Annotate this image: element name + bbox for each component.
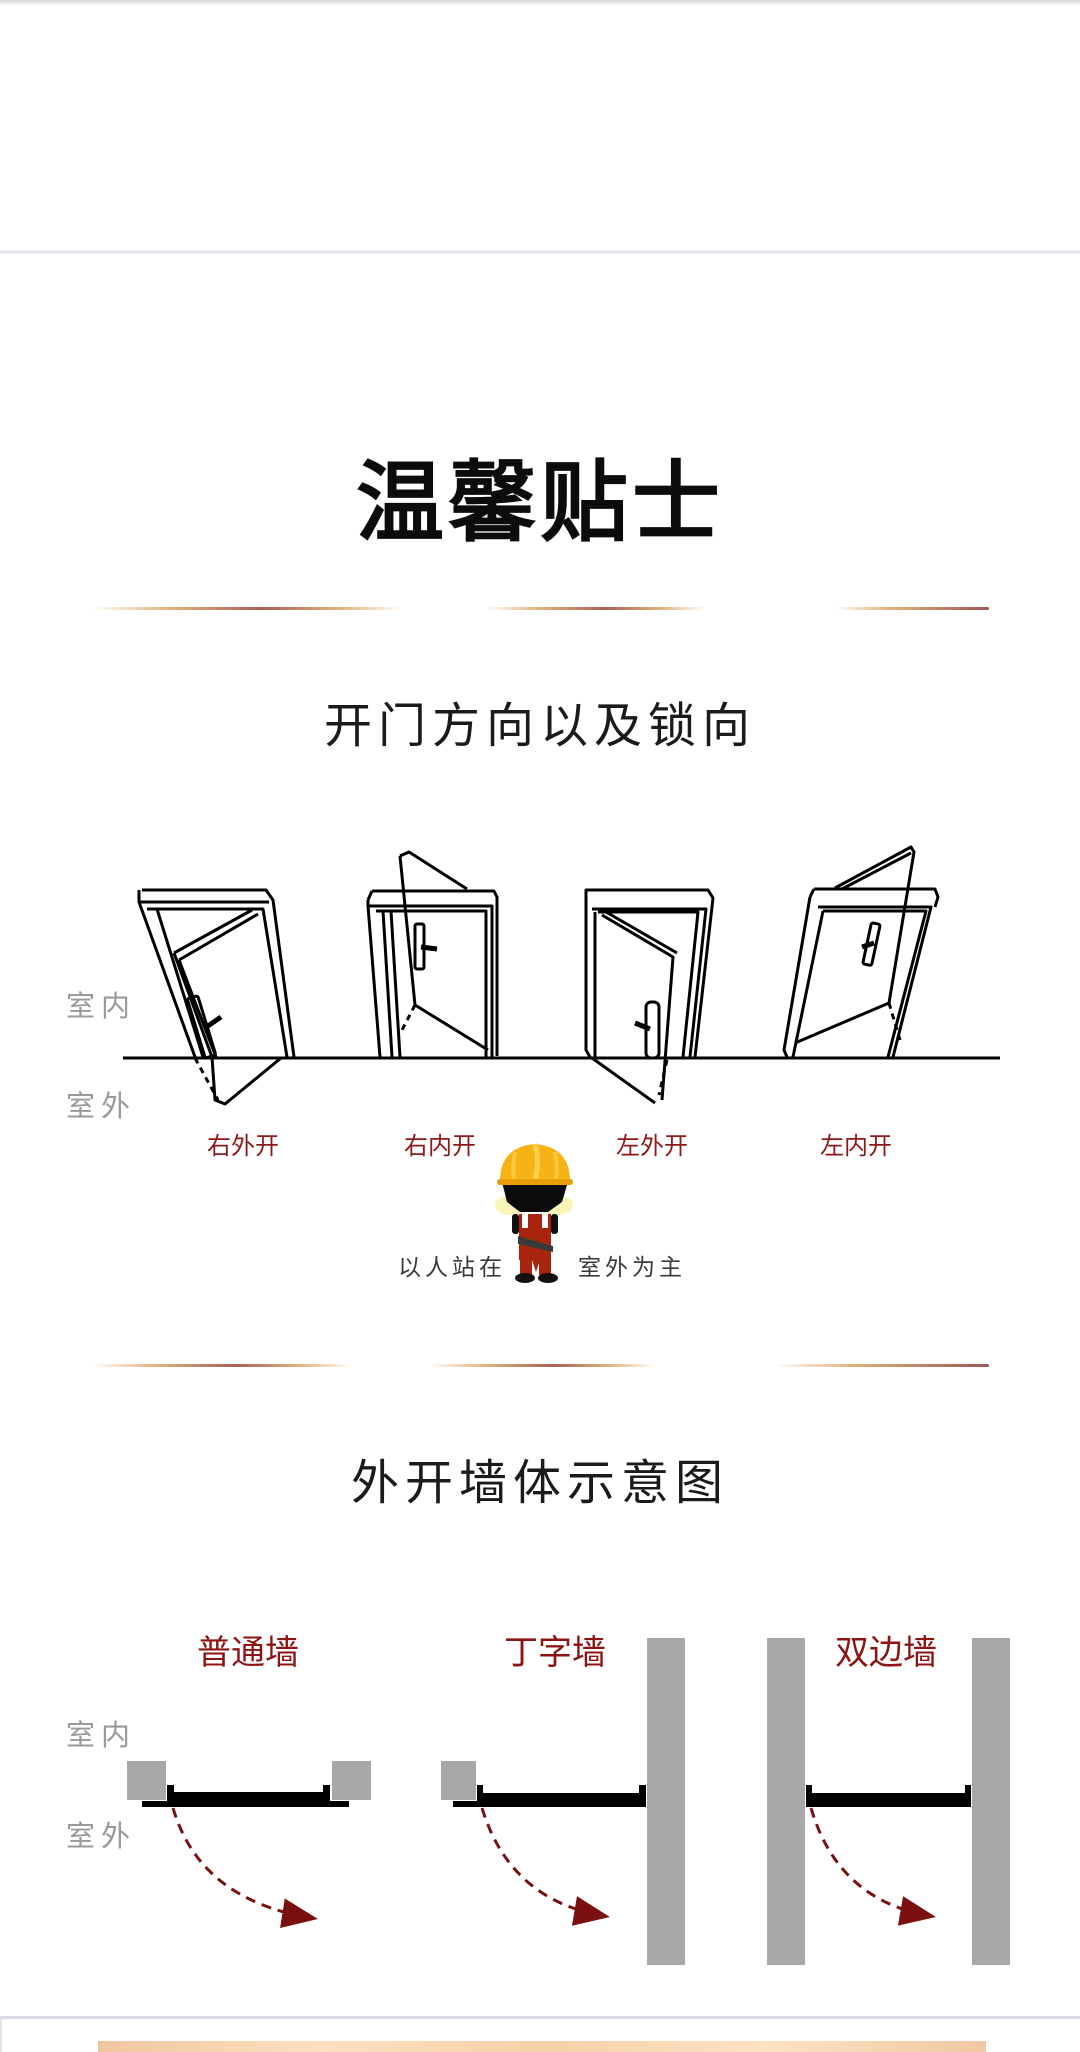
double-wall-diagram-icon bbox=[767, 1638, 1010, 1965]
door-right-outward-icon bbox=[137, 888, 296, 1106]
wall-label-double-side: 双边墙 bbox=[835, 1633, 937, 1673]
panel-separator bbox=[0, 250, 1080, 254]
next-panel-edge bbox=[0, 2016, 1080, 2052]
door-left-inward-icon bbox=[782, 845, 940, 1058]
label-outdoor-2: 室外 bbox=[66, 1819, 137, 1853]
wall-label-ordinary: 普通墙 bbox=[197, 1633, 299, 1673]
section-subtitle-wall-diagram: 外开墙体示意图 bbox=[350, 1455, 729, 1511]
ordinary-wall-diagram-icon bbox=[127, 1761, 371, 1929]
top-edge-shadow bbox=[0, 0, 1080, 6]
section-subtitle-door-direction: 开门方向以及锁向 bbox=[323, 698, 756, 754]
door-label-left-inward: 左内开 bbox=[820, 1132, 892, 1160]
door-left-outward-icon bbox=[584, 888, 715, 1105]
note-stand-position-left: 以人站在 bbox=[398, 1255, 506, 1281]
door-label-left-outward: 左外开 bbox=[616, 1132, 688, 1160]
page-title: 温馨贴士 bbox=[355, 451, 724, 554]
door-label-right-inward: 右内开 bbox=[404, 1132, 476, 1160]
wall-label-t-shaped: 丁字墙 bbox=[504, 1633, 606, 1673]
t-wall-diagram-icon bbox=[441, 1638, 685, 1965]
door-right-inward-icon bbox=[366, 850, 499, 1058]
label-outdoor: 室外 bbox=[66, 1089, 137, 1123]
next-panel-banner-strip bbox=[98, 2041, 986, 2052]
door-label-right-outward: 右外开 bbox=[207, 1132, 279, 1160]
note-stand-position-right: 室外为主 bbox=[578, 1255, 686, 1281]
label-indoor: 室内 bbox=[66, 989, 137, 1023]
label-indoor-2: 室内 bbox=[66, 1718, 137, 1752]
